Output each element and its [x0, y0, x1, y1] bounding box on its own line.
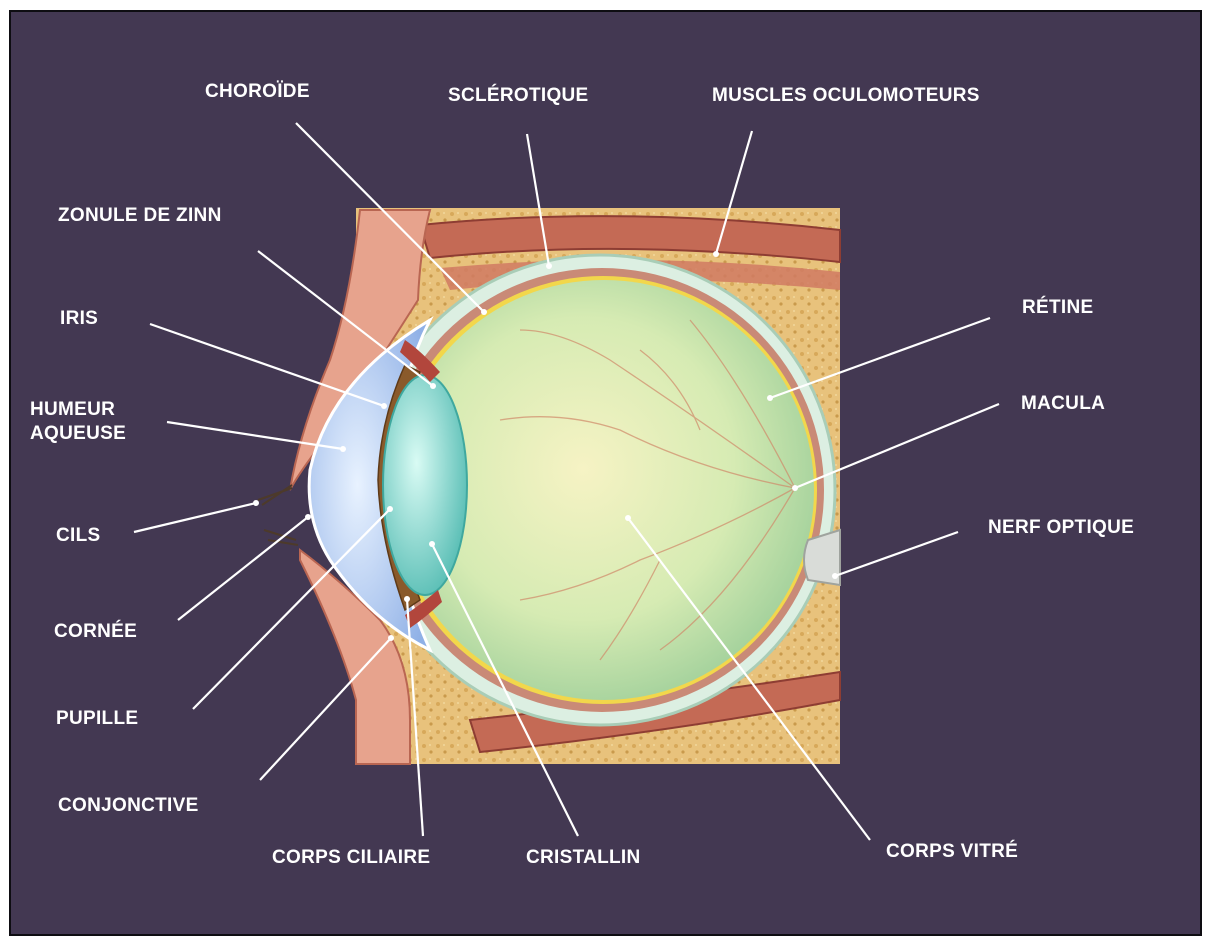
- label-cornee: CORNÉE: [54, 620, 137, 644]
- leader-cornee: [178, 517, 308, 620]
- leader-cils: [134, 503, 256, 532]
- leader-macula-dot: [792, 485, 798, 491]
- label-nerf-optique: NERF OPTIQUE: [988, 516, 1134, 540]
- leader-pupille-dot: [387, 506, 393, 512]
- leader-corps-ciliaire-dot: [404, 596, 410, 602]
- leader-cristallin-dot: [429, 541, 435, 547]
- leader-conjonctive-dot: [388, 635, 394, 641]
- leader-nerf-optique: [835, 532, 958, 576]
- label-macula: MACULA: [1021, 392, 1105, 416]
- label-retine: RÉTINE: [1022, 296, 1093, 320]
- leader-muscles-dot: [713, 251, 719, 257]
- label-corps-ciliaire: CORPS CILIAIRE: [272, 846, 430, 870]
- label-humeur-aqueuse: HUMEUR AQUEUSE: [30, 398, 126, 446]
- leader-retine-dot: [767, 395, 773, 401]
- label-iris: IRIS: [60, 307, 98, 331]
- leader-zonule-dot: [430, 383, 436, 389]
- label-choroide: CHOROÏDE: [205, 80, 310, 104]
- label-zonule-de-zinn: ZONULE DE ZINN: [58, 204, 222, 228]
- leader-choroide-dot: [481, 309, 487, 315]
- leader-humeur-dot: [340, 446, 346, 452]
- label-cristallin: CRISTALLIN: [526, 846, 641, 870]
- label-conjonctive: CONJONCTIVE: [58, 794, 199, 818]
- label-corps-vitre: CORPS VITRÉ: [886, 840, 1018, 864]
- label-cils: CILS: [56, 524, 100, 548]
- leader-nerf-optique-dot: [832, 573, 838, 579]
- leader-sclerotique-dot: [546, 263, 552, 269]
- label-muscles-oculomoteurs: MUSCLES OCULOMOTEURS: [712, 84, 980, 108]
- label-pupille: PUPILLE: [56, 707, 138, 731]
- leader-cils-dot: [253, 500, 259, 506]
- leader-corps-vitre-dot: [625, 515, 631, 521]
- label-sclerotique: SCLÉROTIQUE: [448, 84, 589, 108]
- leader-cornee-dot: [305, 514, 311, 520]
- lens: [383, 375, 467, 595]
- label-humeur-aqueuse-line2: AQUEUSE: [30, 422, 126, 446]
- leader-iris-dot: [381, 403, 387, 409]
- label-humeur-aqueuse-line1: HUMEUR: [30, 398, 126, 422]
- eyelashes-upper: [258, 485, 292, 505]
